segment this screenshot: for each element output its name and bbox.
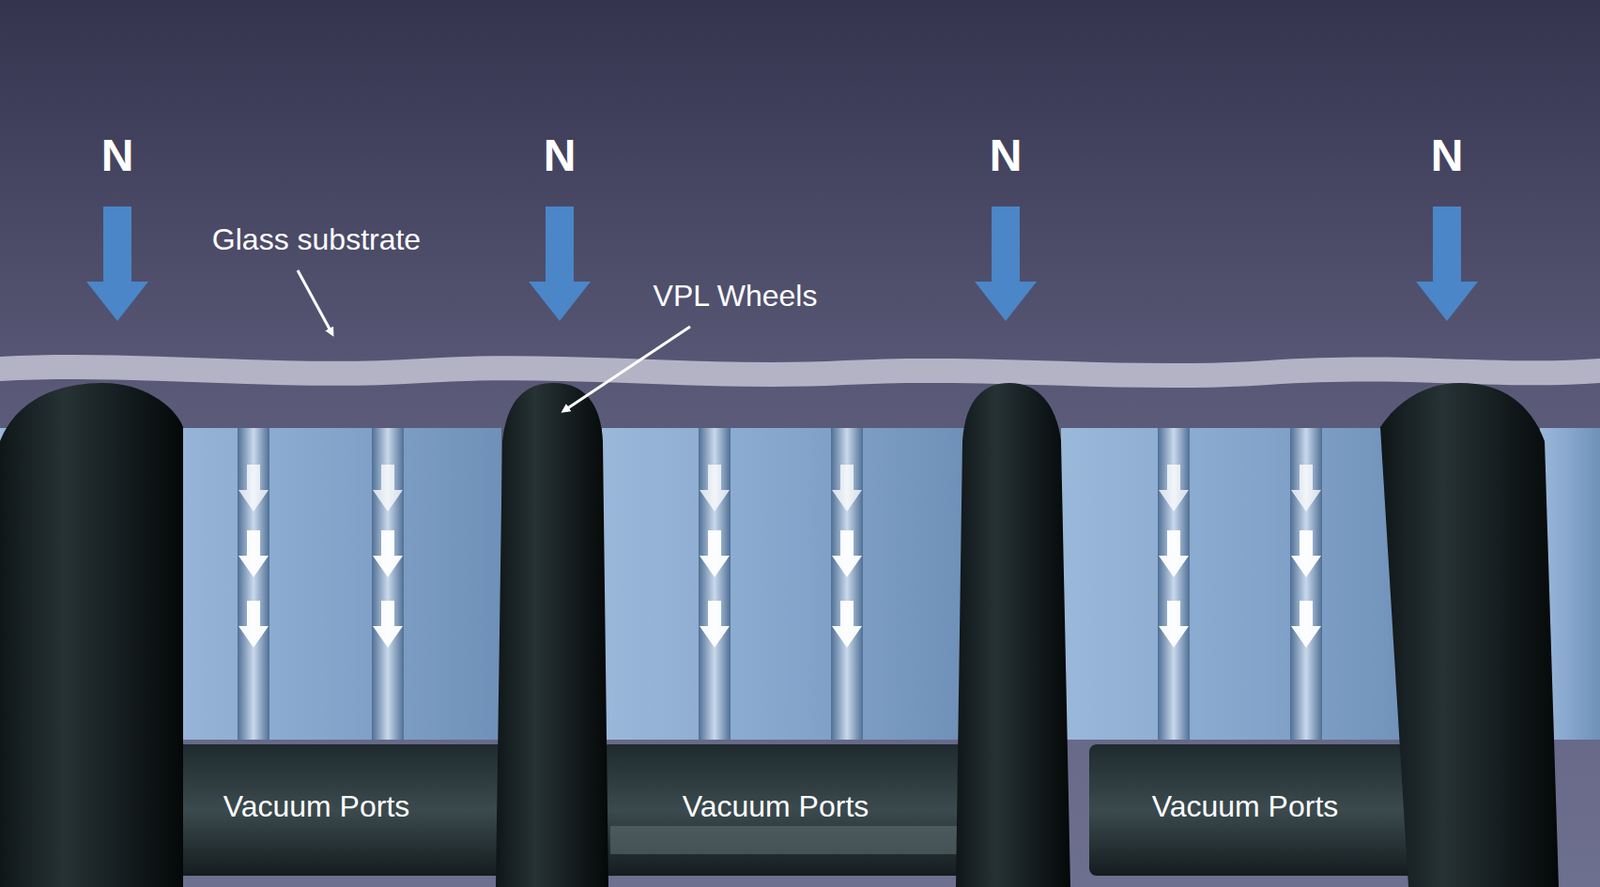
vacuum-channel [1290,428,1323,740]
glass-substrate [0,354,1600,388]
suction-arrow [238,600,269,648]
suction-arrow [699,464,730,512]
vacuum-channel [371,428,404,740]
vacuum-channels [237,428,1323,740]
suction-arrow [1158,464,1189,512]
port-label: Vacuum Ports [223,790,411,824]
force-label: N [1430,131,1464,182]
suction-arrow [699,600,730,648]
force-label: N [989,131,1023,182]
force-label: N [101,131,135,182]
vpl-wheels [0,383,1559,887]
vacuum-channel [1157,428,1190,740]
force-label: N [543,131,577,182]
port-label: Vacuum Ports [1152,790,1339,824]
suction-arrow [1291,600,1322,648]
suction-arrow [699,530,730,578]
vacuum-channel [237,428,270,740]
suction-arrow [831,600,862,648]
suction-arrow [1291,530,1322,578]
leader-lines [297,270,691,412]
vacuum-channel [830,428,863,740]
suction-arrow [1291,464,1322,512]
suction-arrow [372,600,403,648]
suction-arrow [238,464,269,512]
suction-arrow [372,464,403,512]
vacuum-channel [698,428,731,740]
part-label: Glass substrate [212,223,421,257]
vacuum-blocks [0,428,1600,740]
force-arrows [86,206,1478,322]
suction-arrow [831,464,862,512]
vacuum-port-bars [131,744,1428,877]
part-label: VPL Wheels [653,279,818,313]
suction-arrow [1158,600,1189,648]
suction-arrow [372,530,403,578]
suction-arrow [1158,530,1189,578]
port-label: Vacuum Ports [682,790,870,824]
suction-arrow [238,530,269,578]
suction-arrow [831,530,862,578]
